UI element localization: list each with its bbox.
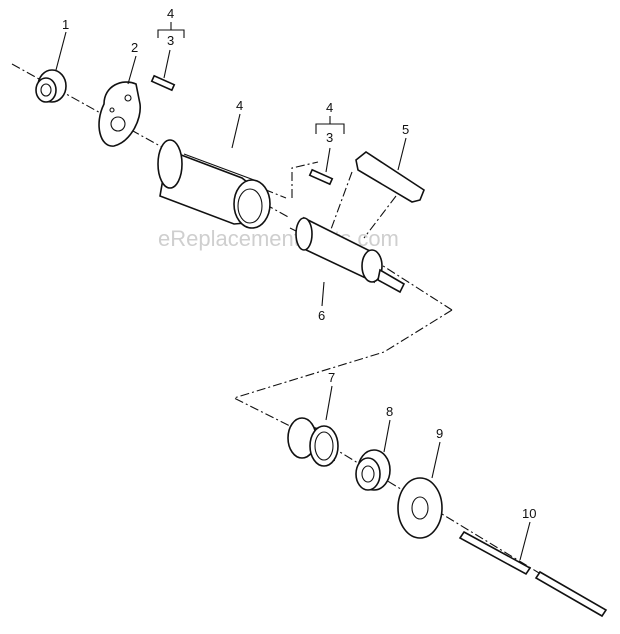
part-bearing-8 bbox=[355, 449, 391, 491]
part-pin-3b bbox=[308, 168, 334, 186]
callout-7: 7 bbox=[328, 370, 335, 385]
callout-8: 8 bbox=[386, 404, 393, 419]
part-housing-4 bbox=[157, 139, 271, 229]
callout-9: 9 bbox=[436, 426, 443, 441]
part-pin-3a bbox=[150, 74, 176, 92]
callout-4: 4 bbox=[236, 98, 243, 113]
callout-3-group-b: 3 bbox=[326, 130, 333, 145]
part-rotor-6 bbox=[289, 216, 406, 294]
callout-10: 10 bbox=[522, 506, 536, 521]
callout-6: 6 bbox=[318, 308, 325, 323]
part-vane-5 bbox=[355, 151, 425, 203]
leader-lines bbox=[55, 31, 531, 561]
part-end-plate-2 bbox=[98, 81, 141, 147]
callout-4-group-a: 4 bbox=[167, 6, 174, 21]
centerlines bbox=[11, 63, 601, 611]
part-bearing-1 bbox=[35, 69, 67, 103]
part-shaft-10 bbox=[458, 530, 608, 618]
part-washer-9 bbox=[397, 477, 443, 539]
callout-labels: 1 2 4 3 4 4 3 5 6 7 8 9 10 bbox=[62, 6, 536, 521]
callout-3-group-a: 3 bbox=[167, 33, 174, 48]
part-bushing-7 bbox=[287, 417, 339, 467]
callout-2: 2 bbox=[131, 40, 138, 55]
callout-1: 1 bbox=[62, 17, 69, 32]
callout-4-group-b: 4 bbox=[326, 100, 333, 115]
callout-5: 5 bbox=[402, 122, 409, 137]
callout-brackets bbox=[157, 22, 345, 134]
